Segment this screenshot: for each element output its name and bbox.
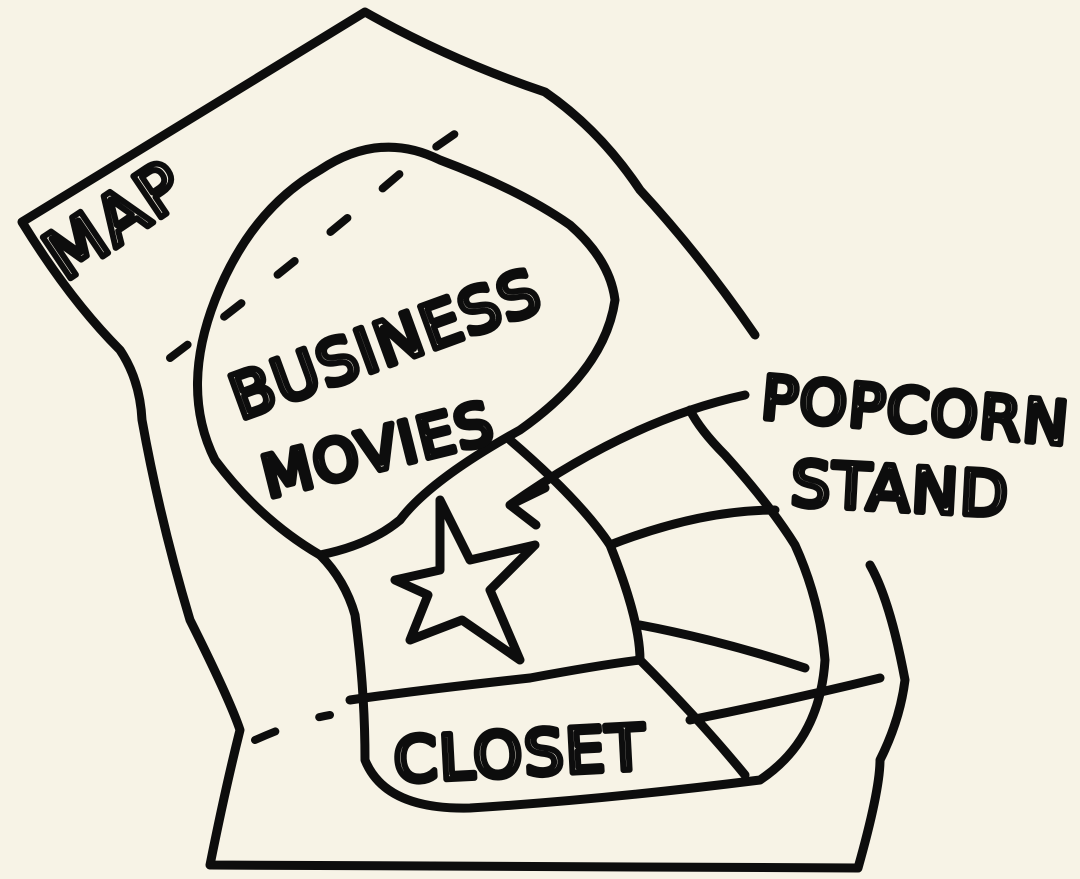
closet-crossline	[685, 673, 885, 725]
arrow-icon	[505, 390, 750, 530]
map-outline	[17, 7, 910, 873]
lower-room-outline	[315, 405, 830, 813]
partition-right-mid	[635, 620, 810, 673]
label-popcorn-line2: STAND	[789, 447, 1011, 531]
partition-right-top	[605, 505, 780, 550]
star-icon	[390, 495, 540, 665]
business-movies-area	[193, 142, 620, 560]
closet-divider	[345, 655, 645, 705]
dashed-path-upper	[166, 106, 494, 362]
dashed-path-lower	[251, 711, 334, 744]
label-closet: CLOSET	[392, 711, 648, 797]
